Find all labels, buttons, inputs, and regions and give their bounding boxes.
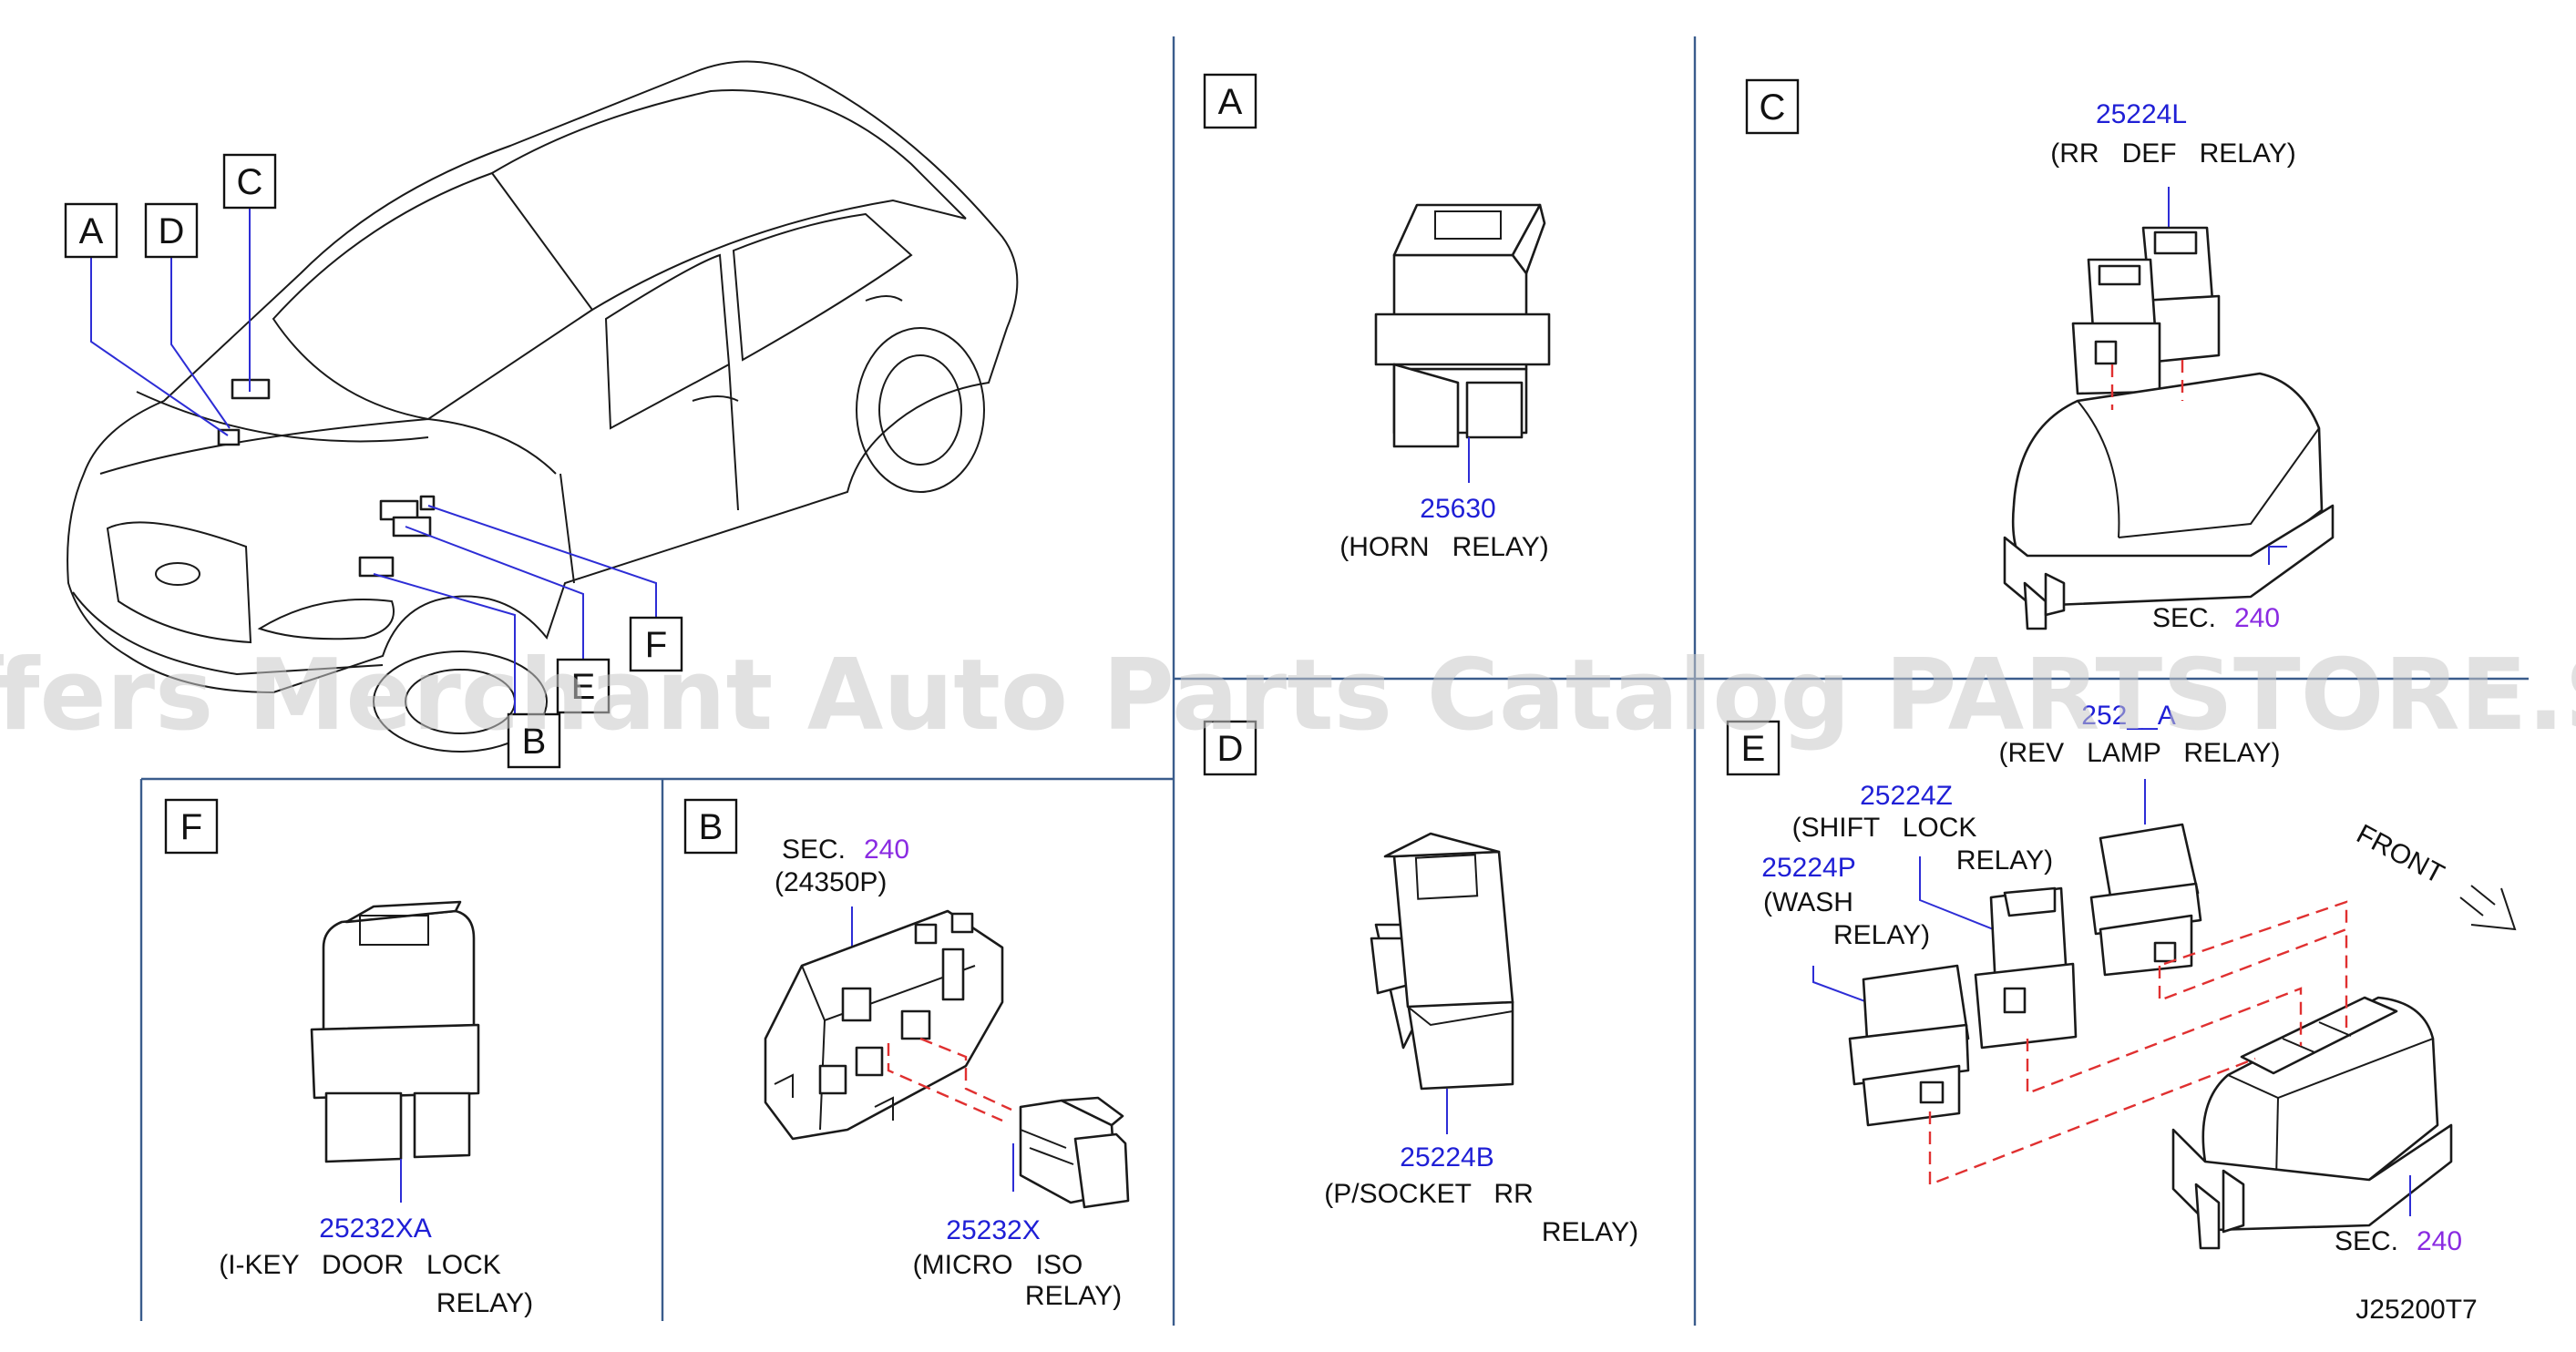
panel-d-description-line1: (P/SOCKET RR — [1324, 1179, 1533, 1209]
callout-box-f: F — [629, 616, 683, 672]
svg-text:B: B — [522, 722, 547, 762]
panel-b-description-line1: (MICRO ISO — [913, 1250, 1083, 1280]
panel-e-wash-description-line2: RELAY) — [1833, 920, 1930, 950]
callout-box-b: B — [507, 712, 561, 769]
callout-box-a: A — [64, 202, 118, 259]
panel-b-letter-box — [683, 798, 738, 855]
panel-c: C 25224L (RR DEF RELAY) SEC. — [1745, 78, 2335, 633]
front-arrow-icon — [2459, 885, 2517, 931]
panel-c-section-ref: SEC. 240 — [2152, 546, 2287, 633]
callout-box-c: C — [222, 153, 277, 210]
overview-callouts: A D C F E B — [64, 153, 683, 769]
panel-c-description: (RR DEF RELAY) — [2050, 138, 2295, 169]
panel-b-part-number: 25232X — [946, 1215, 1040, 1245]
panel-b-letter: B — [699, 807, 724, 847]
overview-leaders — [90, 208, 657, 720]
panel-f-description-line2: RELAY) — [436, 1288, 533, 1318]
panel-dividers — [139, 36, 2529, 1326]
panel-e-section-ref: SEC. 240 — [2335, 1175, 2462, 1256]
panel-a-part-number: 25630 — [1420, 494, 1495, 524]
svg-text:C: C — [237, 162, 263, 202]
panel-c-letter-box — [1745, 78, 1800, 135]
fuse-box-e-drawing — [2171, 996, 2453, 1250]
svg-text:A: A — [79, 211, 104, 251]
panel-e-rev-lamp-description: (REV LAMP RELAY) — [1999, 738, 2281, 768]
panel-e-rev-lamp-part-number: 252__A — [2081, 701, 2175, 731]
panel-e-wash-description-line1: (WASH — [1763, 887, 1853, 917]
panel-e-front-label: FRONT — [2352, 819, 2449, 890]
panel-e-dashed-guides — [1928, 900, 2348, 1186]
panel-c-sec-number: 240 — [2234, 603, 2280, 633]
panel-e-shift-lock-part-number: 25224Z — [1860, 781, 1953, 811]
p-socket-rr-relay-drawing — [1370, 832, 1514, 1091]
panel-e-wash-part-number: 25224P — [1761, 853, 1855, 883]
panel-d-part-number: 25224B — [1400, 1142, 1493, 1173]
panel-c-sec-label: SEC. — [2152, 603, 2216, 633]
panel-a-letter: A — [1218, 82, 1243, 122]
panel-e-letter-box — [1726, 720, 1781, 776]
watermark-text: Offers Merchant Auto Parts Catalog PARTS… — [0, 639, 2576, 753]
micro-iso-relay-drawing — [1019, 1096, 1130, 1209]
svg-text:E: E — [571, 667, 596, 707]
panel-d-letter-box — [1203, 720, 1257, 776]
panel-f-description-line1: (I-KEY DOOR LOCK — [219, 1250, 501, 1280]
panel-f-part-number: 25232XA — [319, 1214, 431, 1244]
panel-a: A 25630 (HORN RELAY) — [1203, 73, 1551, 562]
svg-text:D: D — [159, 211, 185, 251]
shift-lock-relay-drawing — [1974, 886, 2078, 1050]
panel-c-part-number: 25224L — [2096, 99, 2187, 129]
panel-b: B SEC. 240 (24350P) 25232 — [683, 798, 1130, 1311]
panel-b-dashed-guides — [887, 1037, 1012, 1122]
panel-e-shift-lock-description-line1: (SHIFT LOCK — [1792, 813, 1977, 843]
panel-f-letter: F — [180, 807, 202, 847]
junction-block-drawing — [764, 909, 1004, 1141]
rr-def-relay-drawing — [2071, 226, 2221, 395]
panel-d-description-line2: RELAY) — [1542, 1217, 1638, 1247]
callout-box-e: E — [556, 658, 611, 714]
panel-e-letter: E — [1741, 729, 1766, 769]
wash-relay-drawing — [1848, 964, 1970, 1127]
panel-e-shift-lock-description-line2: RELAY) — [1956, 845, 2053, 876]
panel-d: D 25224B (P/SOCKET RR RELAY) — [1203, 720, 1638, 1247]
panel-a-letter-box — [1203, 73, 1257, 129]
panel-b-sec-sub: (24350P) — [775, 867, 887, 897]
panel-a-description: (HORN RELAY) — [1339, 532, 1548, 562]
panel-b-sec-label: SEC. — [782, 835, 846, 865]
panel-f: F 25232XA (I-KEY DOOR LOCK RELAY) — [164, 798, 533, 1318]
panel-c-letter: C — [1760, 87, 1786, 128]
horn-relay-drawing — [1374, 203, 1551, 448]
panel-b-description-line2: RELAY) — [1025, 1281, 1122, 1311]
i-key-door-lock-relay-drawing — [310, 900, 480, 1163]
panel-e-sec-number: 240 — [2417, 1226, 2462, 1256]
svg-text:F: F — [645, 625, 667, 665]
callout-box-d: D — [144, 202, 199, 259]
panel-e: E 252__A (REV LAMP RELAY) 25224Z (SHIFT … — [1726, 701, 2517, 1325]
panel-c-dashed-guides — [2110, 360, 2184, 410]
fuse-box-c-drawing — [2003, 372, 2335, 630]
panel-b-sec-number: 240 — [864, 835, 909, 865]
vehicle-overview — [67, 60, 1019, 753]
drawing-code: J25200T7 — [2355, 1295, 2477, 1325]
panel-f-letter-box — [164, 798, 219, 855]
panel-d-letter: D — [1217, 729, 1244, 769]
rev-lamp-relay-drawing — [2089, 823, 2202, 977]
panel-e-sec-label: SEC. — [2335, 1226, 2398, 1256]
